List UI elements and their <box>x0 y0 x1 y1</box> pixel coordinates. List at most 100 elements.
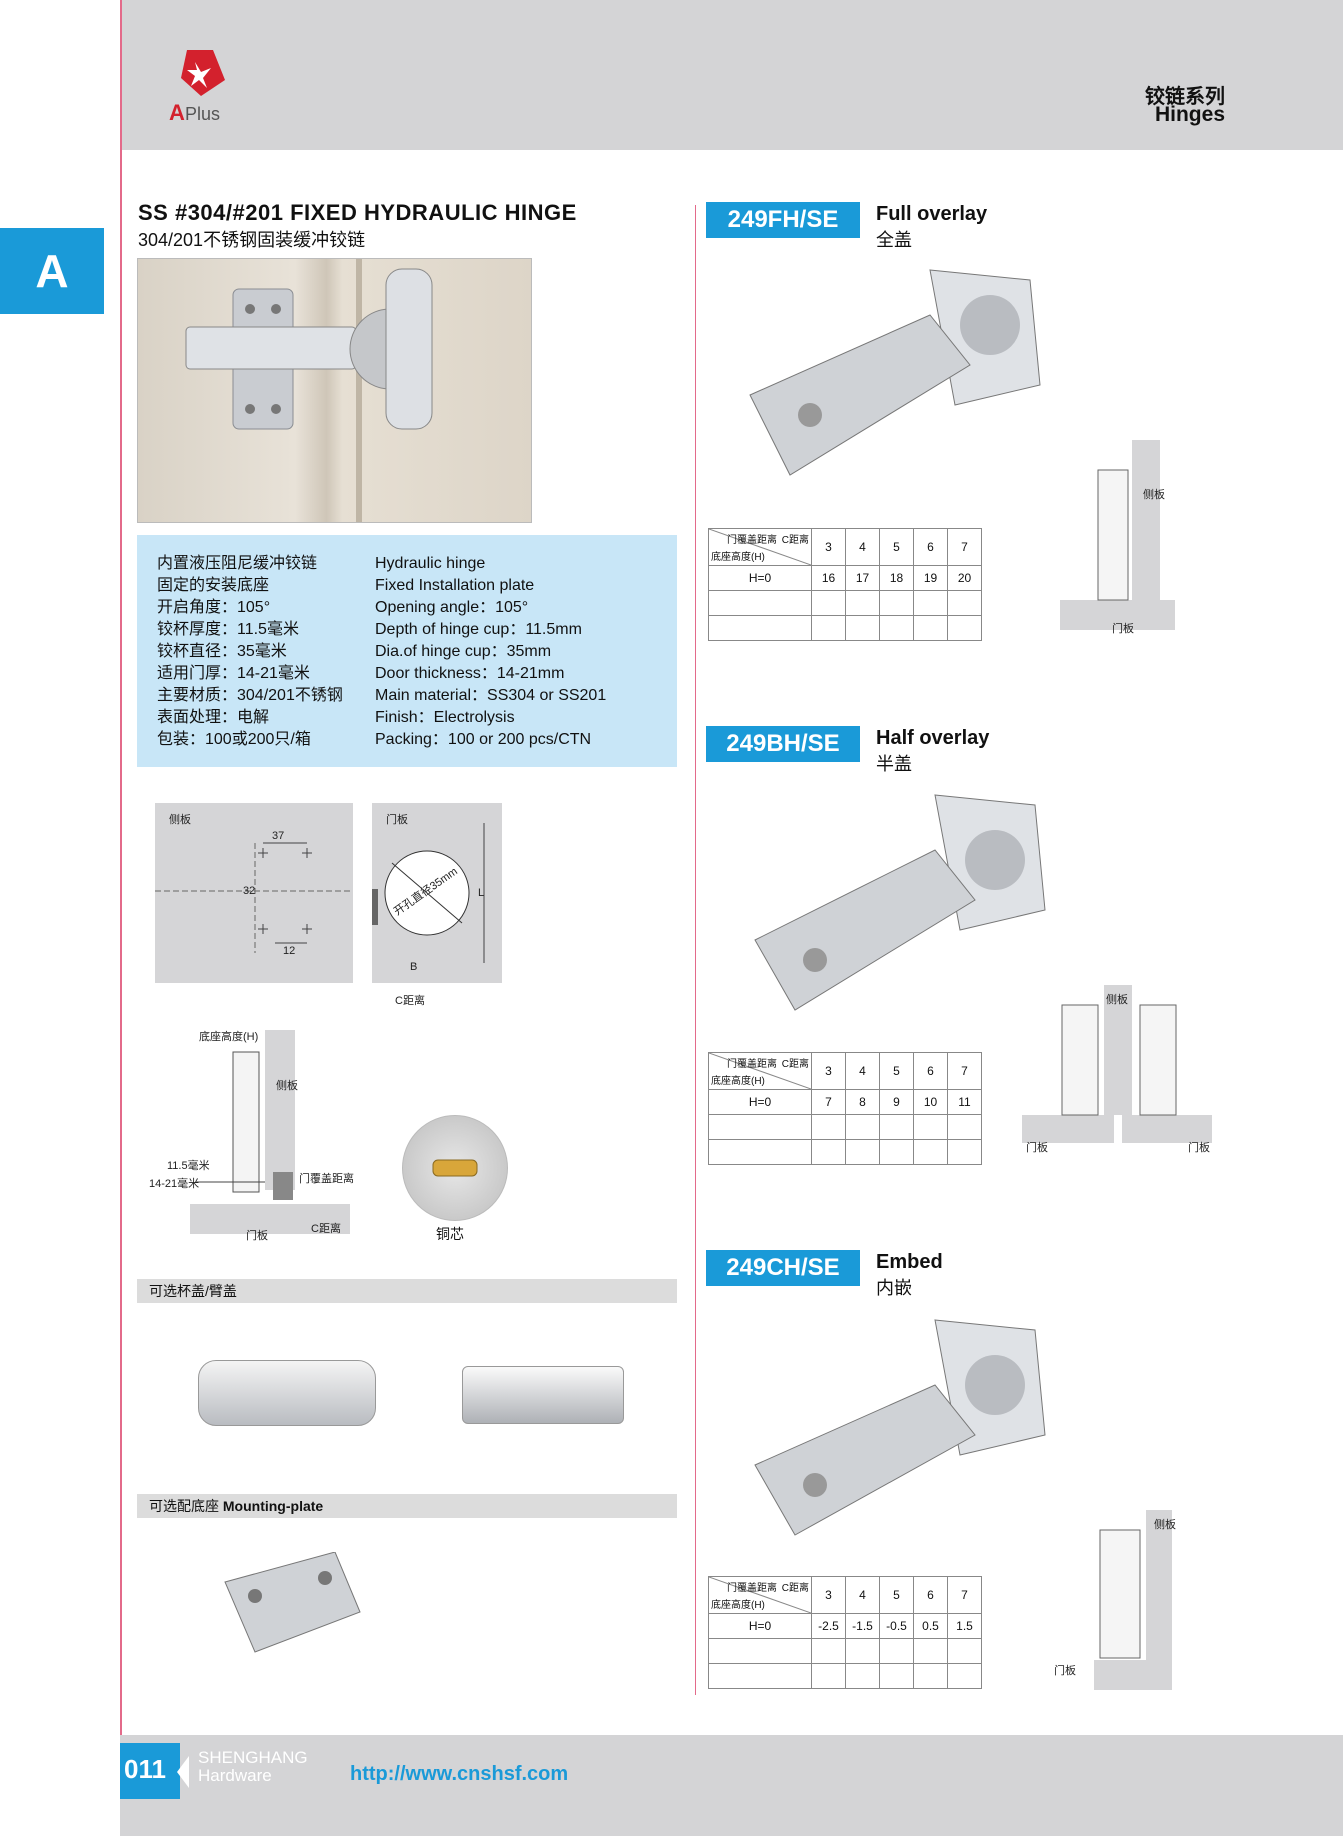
cup-depth-label: 11.5毫米 <box>167 1160 210 1172</box>
hinge-photo-full-overlay <box>730 265 1050 495</box>
table-cell: 17 <box>845 565 880 591</box>
spec-en-item: Finish：Electrolysis <box>375 709 515 726</box>
side-panel-label: 侧板 <box>169 814 191 826</box>
spec-cn-item: 表面处理：电解 <box>157 709 270 726</box>
c-distance-label: C距离 <box>395 995 425 1007</box>
spec-cn-item: 开启角度：105° <box>157 599 271 616</box>
spec-cn-item: 固定的安装底座 <box>157 577 270 594</box>
page-number: 011 <box>124 1754 166 1784</box>
page-number-tab <box>120 1743 180 1799</box>
dim-L: L <box>478 887 485 899</box>
table-col-header: 6 <box>913 1052 948 1090</box>
installation-section-drawing: 底座高度(H) 侧板 11.5毫米 14-21毫米 门覆盖距离 门板 C距离 <box>135 1022 385 1242</box>
diagram-embed: 侧板 门板 <box>1050 1510 1180 1690</box>
arm-cover-image <box>462 1366 624 1424</box>
table-col-header: 5 <box>879 1576 914 1614</box>
table-cell: 19 <box>913 565 948 591</box>
hinge-photo-half-overlay <box>735 790 1055 1020</box>
table-header-cell: 门覆盖距离 C距离 底座高度(H) <box>708 528 812 566</box>
spec-cn-item: 铰杯厚度：11.5毫米 <box>157 621 299 638</box>
base-height-label: 底座高度(H) <box>199 1031 259 1043</box>
left-margin-line <box>120 0 122 1836</box>
svg-text:A: A <box>169 100 185 125</box>
table-cell: 1.5 <box>947 1613 982 1639</box>
mounting-plate-en: Mounting-plate <box>222 1498 324 1514</box>
table-row-label: H=0 <box>708 565 812 591</box>
door-panel-label: 门板 <box>386 814 408 826</box>
spec-en-item: Hydraulic hinge <box>375 555 486 572</box>
table-col-header: 4 <box>845 1576 880 1614</box>
spec-cn-item: 主要材质：304/201不锈钢 <box>157 687 343 704</box>
header-overlay-label: 门覆盖距离 <box>727 1059 777 1070</box>
footer-band <box>120 1735 1343 1836</box>
spec-list-cn: 内置液压阻尼缓冲铰链 固定的安装底座 开启角度：105° 铰杯厚度：11.5毫米… <box>157 553 343 751</box>
svg-text:Plus: Plus <box>185 104 220 124</box>
table-cell: 16 <box>811 565 846 591</box>
door-panel-label-m1: 门板 <box>1112 623 1134 635</box>
table-col-header: 5 <box>879 1052 914 1090</box>
footer-company: SHENGHANG Hardware <box>198 1749 308 1785</box>
dim-37: 37 <box>272 830 285 842</box>
diagram-full-overlay: 侧板 门板 <box>1060 440 1175 640</box>
side-panel-label-m3: 侧板 <box>1154 1519 1176 1531</box>
table-col-header: 6 <box>913 528 948 566</box>
column-divider <box>695 205 696 1695</box>
table-cell: 20 <box>947 565 982 591</box>
model-code-249ch: 249CH/SE <box>706 1250 860 1286</box>
overlay-table-249bh: 门覆盖距离 C距离 底座高度(H) 3 4 5 6 7 H=0 7 8 9 10… <box>708 1052 982 1165</box>
table-cell: -0.5 <box>879 1613 914 1639</box>
model-name-cn: 全盖 <box>876 230 912 250</box>
spec-cn-item: 铰杯直径：35毫米 <box>157 643 287 660</box>
table-col-header: 4 <box>845 528 880 566</box>
spec-cn-item: 包装：100或200只/箱 <box>157 731 311 748</box>
table-col-header: 3 <box>811 1052 846 1090</box>
section-tab-a: A <box>0 228 104 314</box>
door-thickness-label: 14-21毫米 <box>149 1178 200 1190</box>
diagram-half-overlay: 侧板 门板 门板 <box>1022 985 1212 1155</box>
spec-en-item: Depth of hinge cup：11.5mm <box>375 621 582 638</box>
category-cn: 铰链系列 <box>1145 86 1225 108</box>
header-overlay-label: 门覆盖距离 <box>727 1583 777 1594</box>
dim-B: B <box>410 961 418 973</box>
door-panel-label-m2b: 门板 <box>1188 1142 1210 1154</box>
side-panel-drawing: 侧板 37 32 12 <box>155 803 353 983</box>
spec-en-item: Opening angle：105° <box>375 599 529 616</box>
table-col-header: 3 <box>811 1576 846 1614</box>
model-code-249fh: 249FH/SE <box>706 202 860 238</box>
table-col-header: 3 <box>811 528 846 566</box>
overlay-table-249ch: 门覆盖距离 C距离 底座高度(H) 3 4 5 6 7 H=0 -2.5 -1.… <box>708 1576 982 1689</box>
table-header-cell: 门覆盖距离 C距离 底座高度(H) <box>708 1576 812 1614</box>
model-name-en: Half overlay <box>876 727 990 749</box>
table-row-label: H=0 <box>708 1613 812 1639</box>
table-row-label: H=0 <box>708 1089 812 1115</box>
table-cell: 18 <box>879 565 914 591</box>
header-base-label: 底座高度(H) <box>711 552 765 563</box>
table-col-header: 4 <box>845 1052 880 1090</box>
footer-url-link[interactable]: http://www.cnshsf.com <box>350 1763 569 1785</box>
product-photo <box>137 258 532 523</box>
top-header-band <box>120 0 1343 150</box>
spec-list-en: Hydraulic hinge Fixed Installation plate… <box>375 553 606 751</box>
c-distance-label-2: C距离 <box>311 1223 341 1235</box>
spec-en-item: Door thickness：14-21mm <box>375 665 565 682</box>
cup-cover-image <box>198 1360 376 1426</box>
header-c-label: C距离 <box>781 1583 809 1594</box>
copper-core-label: 铜芯 <box>436 1226 464 1242</box>
header-c-label: C距离 <box>781 535 809 546</box>
footer-company-sub: Hardware <box>198 1766 272 1785</box>
spec-en-item: Main material：SS304 or SS201 <box>375 687 607 704</box>
mounting-plate-cn: 可选配底座 <box>149 1498 219 1514</box>
header-base-label: 底座高度(H) <box>711 1076 765 1087</box>
door-panel-label-m2a: 门板 <box>1026 1142 1048 1154</box>
spec-en-item: Dia.of hinge cup：35mm <box>375 643 552 660</box>
table-cell: 10 <box>913 1089 948 1115</box>
spec-en-item: Packing：100 or 200 pcs/CTN <box>375 731 592 748</box>
spec-box: 内置液压阻尼缓冲铰链 固定的安装底座 开启角度：105° 铰杯厚度：11.5毫米… <box>137 535 677 767</box>
model-name-en: Full overlay <box>876 203 988 225</box>
mounting-plate-image <box>215 1551 365 1662</box>
table-col-header: 7 <box>947 1576 982 1614</box>
side-panel-label-2: 侧板 <box>276 1080 298 1092</box>
table-col-header: 7 <box>947 528 982 566</box>
table-col-header: 7 <box>947 1052 982 1090</box>
model-name-cn: 半盖 <box>876 754 912 774</box>
